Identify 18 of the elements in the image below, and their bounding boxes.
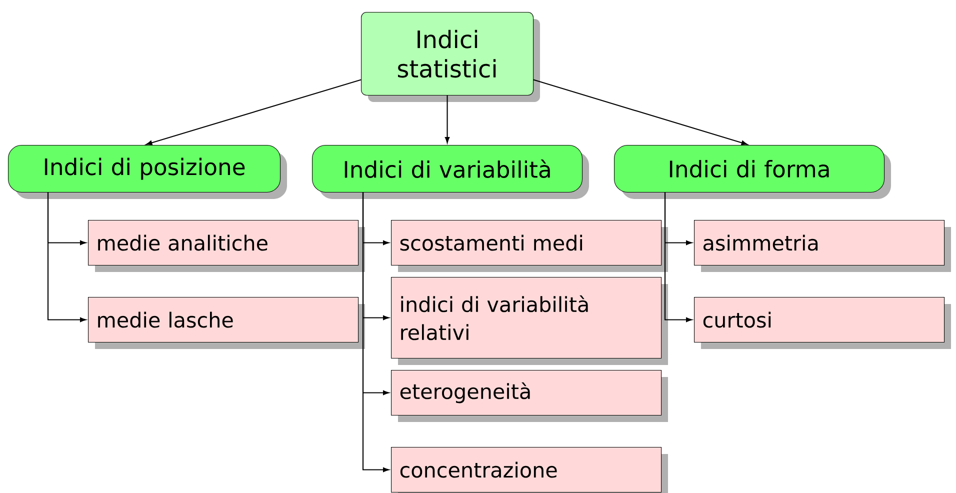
arrow xyxy=(664,192,692,322)
category-box: Indici di forma xyxy=(614,145,891,199)
item-box: medie lasche xyxy=(88,297,365,349)
arrow xyxy=(533,79,748,146)
arrow xyxy=(47,192,86,322)
category-box: Indici di variabilità xyxy=(312,145,589,199)
item-box: scostamenti medi xyxy=(391,220,668,272)
arrow xyxy=(362,192,390,472)
category-box: Indici di posizione xyxy=(8,145,287,199)
item-box: indici di variabilità relativi xyxy=(391,277,668,365)
arrow xyxy=(146,79,362,146)
item-box: curtosi xyxy=(694,297,951,349)
item-box: asimmetria xyxy=(694,220,951,272)
arrow xyxy=(444,96,450,144)
item-box: concentrazione xyxy=(391,447,668,493)
item-box: eterogeneità xyxy=(391,370,668,422)
item-box: medie analitiche xyxy=(88,220,365,272)
title-box: Indici statistici xyxy=(361,12,540,102)
